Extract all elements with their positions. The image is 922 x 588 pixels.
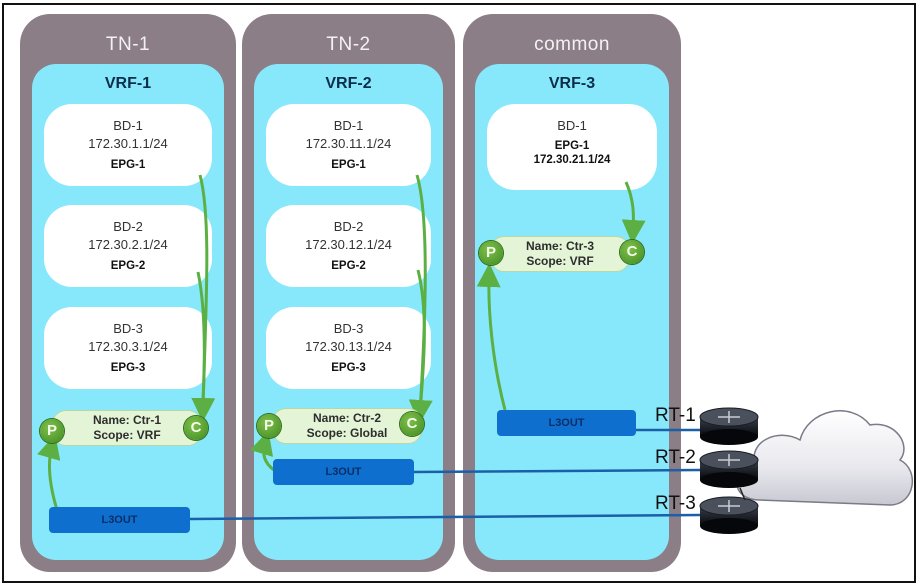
arrow-epg2-tn1 [196,271,206,401]
bd-subnet: 172.30.13.1/24 [305,339,392,354]
contract-scope: Scope: VRF [93,428,161,442]
bd-subnet: 172.30.2.1/24 [88,237,168,252]
bd-3: BD-3 172.30.13.1/24 EPG-3 [266,307,431,389]
bd-name: BD-2 [113,219,143,234]
arrow-l3out-to-provider-tn2 [250,430,275,472]
epg-name: EPG-3 [331,362,366,374]
bd-subnet: 172.30.1.1/24 [88,136,168,151]
epg-name: EPG-1 [331,159,366,171]
provider-icon: P [40,419,64,443]
contract-scope: Scope: VRF [526,254,594,268]
bd-subnet: 172.30.3.1/24 [88,339,168,354]
tenant-common: common VRF-3 BD-1 EPG-1 172.30.21.1/24 [463,14,681,572]
link-l3out-tn1-rt3 [189,513,701,521]
epg-name: EPG-2 [110,260,146,272]
contract-name: Name: Ctr-2 [312,411,381,425]
tenant-title: common [534,34,610,55]
vrf-3: VRF-3 BD-1 EPG-1 172.30.21.1/24 [475,64,669,560]
bd-2: BD-2 172.30.2.1/24 EPG-2 [44,205,212,287]
consumer-icon: C [400,412,424,436]
tenant-tn-1: TN-1 VRF-1 BD-1 172.30.1.1/24 EPG-1 BD-2… [20,14,236,572]
arrow-l3out-to-provider-tn1 [37,434,61,511]
router-rt-2-icon [699,450,759,488]
router-rt-1-icon [699,407,759,445]
consumer-icon: C [184,416,208,440]
bd-1: BD-1 EPG-1 172.30.21.1/24 [487,104,657,190]
bd-subnet: 172.30.11.1/24 [305,136,392,151]
link-rt2-rt3 [739,487,746,501]
consumer-icon: C [620,240,644,264]
epg-name: EPG-2 [331,260,366,272]
router-label-rt-1: RT-1 [655,405,696,426]
bd-3: BD-3 172.30.3.1/24 EPG-3 [44,307,212,389]
contract-ctr-3: Name: Ctr-3 Scope: VRF [490,236,630,272]
arrow-epg2-tn2 [416,269,426,401]
bd-subnet: 172.30.12.1/24 [305,237,392,252]
contract-ctr-1: Name: Ctr-1 Scope: VRF [52,410,202,446]
tenant-title: TN-1 [105,34,151,55]
contract-scope: Scope: Global [306,426,388,440]
bd-name: BD-3 [333,321,364,336]
bd-1: BD-1 172.30.1.1/24 EPG-1 [44,104,212,186]
l3out-common: L3OUT [497,410,636,436]
contract-name: Name: Ctr-3 [525,239,594,253]
bd-name: BD-2 [333,219,364,234]
cloud-icon [736,410,914,506]
epg-name: EPG-1 [554,140,590,152]
bd-1: BD-1 172.30.11.1/24 EPG-1 [266,104,431,186]
provider-icon: P [479,241,503,265]
vrf-title: VRF-2 [325,75,372,92]
bd-2: BD-2 172.30.12.1/24 EPG-2 [266,205,431,287]
link-l3out-tn2-rt2 [412,468,701,474]
epg-name: EPG-1 [110,159,146,171]
bd-name: BD-1 [113,118,143,133]
router-rt-3-icon [699,496,759,534]
bd-name: BD-1 [333,118,364,133]
arrow-l3out-to-provider-common [476,263,507,411]
tenant-title: TN-2 [326,34,371,55]
router-label-rt-3: RT-3 [655,493,696,514]
vrf-title: VRF-3 [548,75,596,92]
l3out-tn-2: L3OUT [273,459,414,485]
arrow-epg-to-consumer-common [621,181,646,244]
contract-ctr-2: Name: Ctr-2 Scope: Global [272,408,422,444]
contract-name: Name: Ctr-1 [92,413,161,427]
vrf-1: VRF-1 BD-1 172.30.1.1/24 EPG-1 BD-2 172.… [32,64,224,560]
bd-subnet: 172.30.21.1/24 [533,154,611,166]
epg-name: EPG-3 [110,362,146,374]
l3out-tn-1: L3OUT [49,507,190,533]
router-label-rt-2: RT-2 [655,447,696,468]
provider-icon: P [257,414,281,438]
bd-name: BD-1 [557,118,587,133]
bd-name: BD-3 [113,321,143,336]
vrf-title: VRF-1 [104,75,152,92]
